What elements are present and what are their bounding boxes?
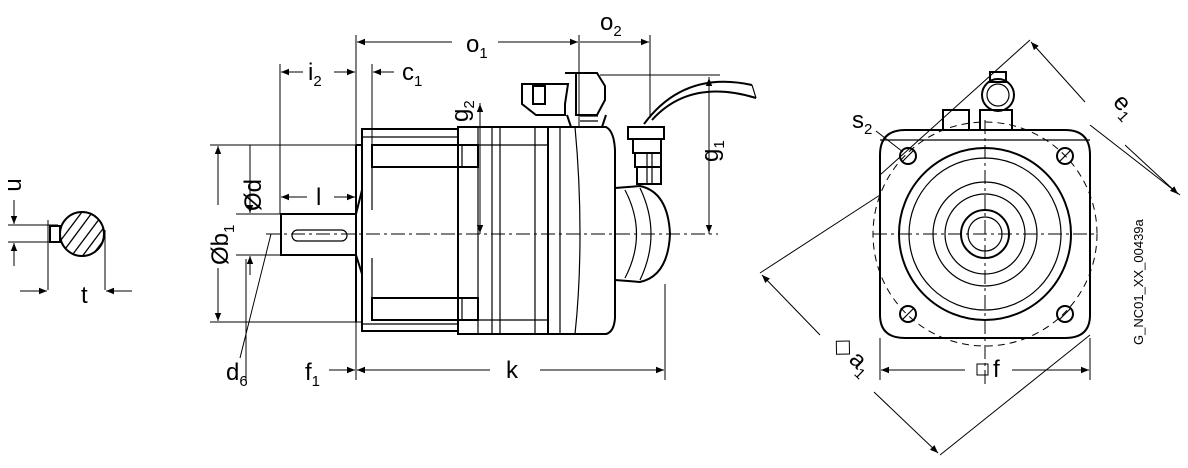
label-d: Ød bbox=[240, 179, 267, 211]
shaft-keyway bbox=[291, 229, 348, 242]
motor-front-view: s2 e1 a1 f G_NC01_XX_00439a bbox=[759, 39, 1181, 456]
square-symbol-icon bbox=[976, 363, 989, 376]
power-connector bbox=[521, 72, 607, 128]
label-k: k bbox=[506, 357, 519, 384]
label-a1: a1 bbox=[835, 340, 878, 383]
motor-shaft bbox=[280, 213, 357, 256]
bolt-circle bbox=[872, 121, 1098, 347]
square-symbol-icon bbox=[835, 340, 851, 355]
front-connectors bbox=[942, 71, 1015, 131]
label-d6: d6 bbox=[226, 359, 248, 390]
front-flange-square bbox=[879, 129, 1091, 339]
shaft-section-circle bbox=[59, 211, 105, 257]
label-t: t bbox=[81, 282, 88, 309]
motor-side-view: o1 o2 i2 c1 l g2 g1 Ød Øb1 d6 f1 k bbox=[207, 9, 757, 390]
label-c1: c1 bbox=[402, 59, 422, 90]
motor-housing bbox=[457, 126, 549, 335]
mounting-holes bbox=[899, 147, 1074, 323]
shaft-section-view: u t bbox=[0, 178, 132, 309]
encoder-cover bbox=[548, 126, 616, 335]
label-i2: i2 bbox=[308, 59, 322, 90]
label-e1: e1 bbox=[1105, 89, 1142, 126]
label-s2: s2 bbox=[852, 107, 872, 138]
label-u: u bbox=[0, 178, 27, 191]
label-f: f bbox=[993, 356, 1000, 383]
label-l: l bbox=[316, 184, 321, 211]
drawing-code: G_NC01_XX_00439a bbox=[1131, 218, 1146, 345]
label-b1: Øb1 bbox=[207, 225, 238, 265]
svg-text:a1: a1 bbox=[841, 346, 878, 383]
signal-connector bbox=[627, 80, 757, 185]
label-o2: o2 bbox=[600, 9, 622, 40]
label-o1: o1 bbox=[466, 31, 488, 62]
label-f1: f1 bbox=[305, 359, 320, 390]
motor-flange bbox=[355, 144, 363, 322]
label-g2: g2 bbox=[447, 100, 478, 122]
label-g1: g1 bbox=[697, 140, 728, 162]
encoder-cap bbox=[614, 184, 672, 284]
